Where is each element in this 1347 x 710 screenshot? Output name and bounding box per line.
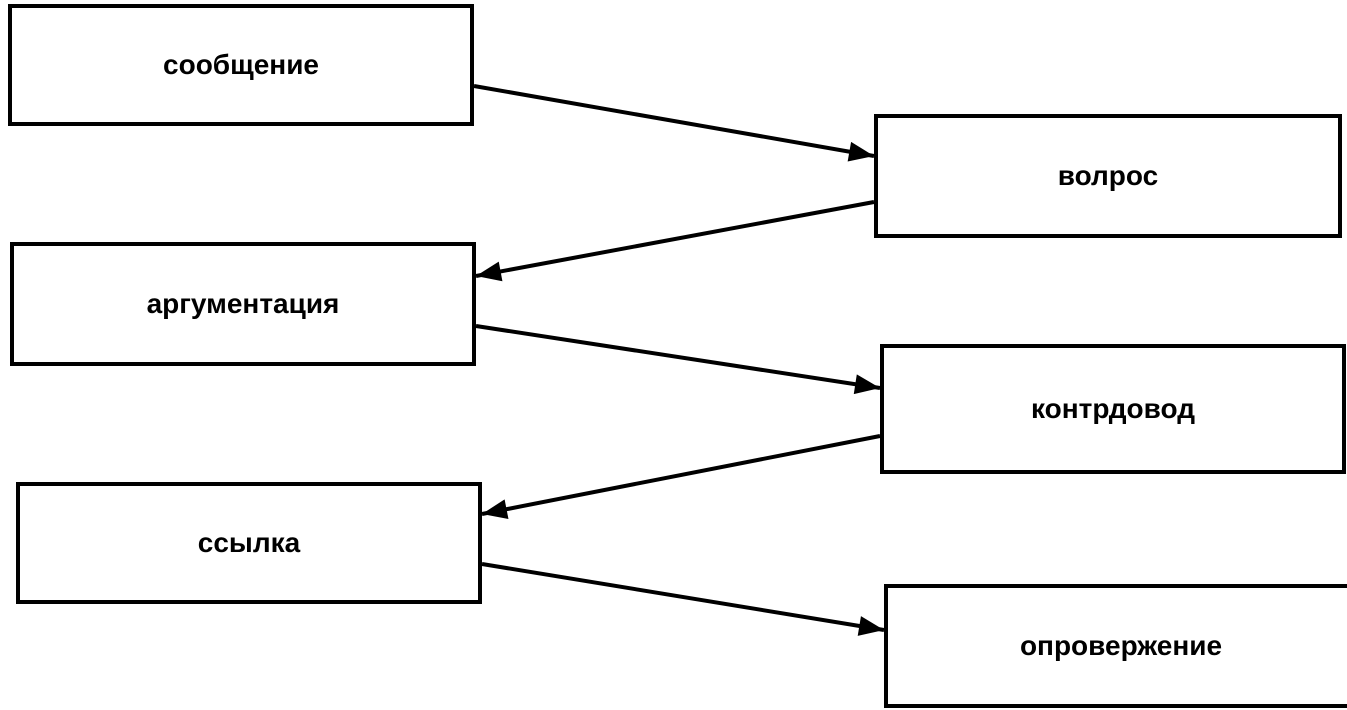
arrow-counterargument-to-reference — [481, 434, 881, 520]
node-reference: ссылка — [16, 482, 482, 604]
arrow-message-to-question — [473, 84, 875, 162]
node-question: волрос — [874, 114, 1342, 238]
arrow-reference-to-refutation — [481, 562, 885, 636]
node-label: контрдовод — [1030, 393, 1195, 424]
node-label: ссылка — [197, 527, 301, 558]
node-label: опровержение — [1019, 630, 1223, 661]
arrow-argumentation-to-counterargument — [475, 324, 881, 395]
node-label: сообщение — [163, 49, 319, 80]
node-label: волрос — [1057, 160, 1159, 191]
node-counterargument: контрдовод — [880, 344, 1346, 474]
node-message: сообщение — [8, 4, 474, 126]
node-refutation: опровержение — [884, 584, 1347, 708]
arrow-question-to-argumentation — [475, 200, 875, 282]
node-label: аргументация — [146, 288, 340, 319]
node-argumentation: аргументация — [10, 242, 476, 366]
